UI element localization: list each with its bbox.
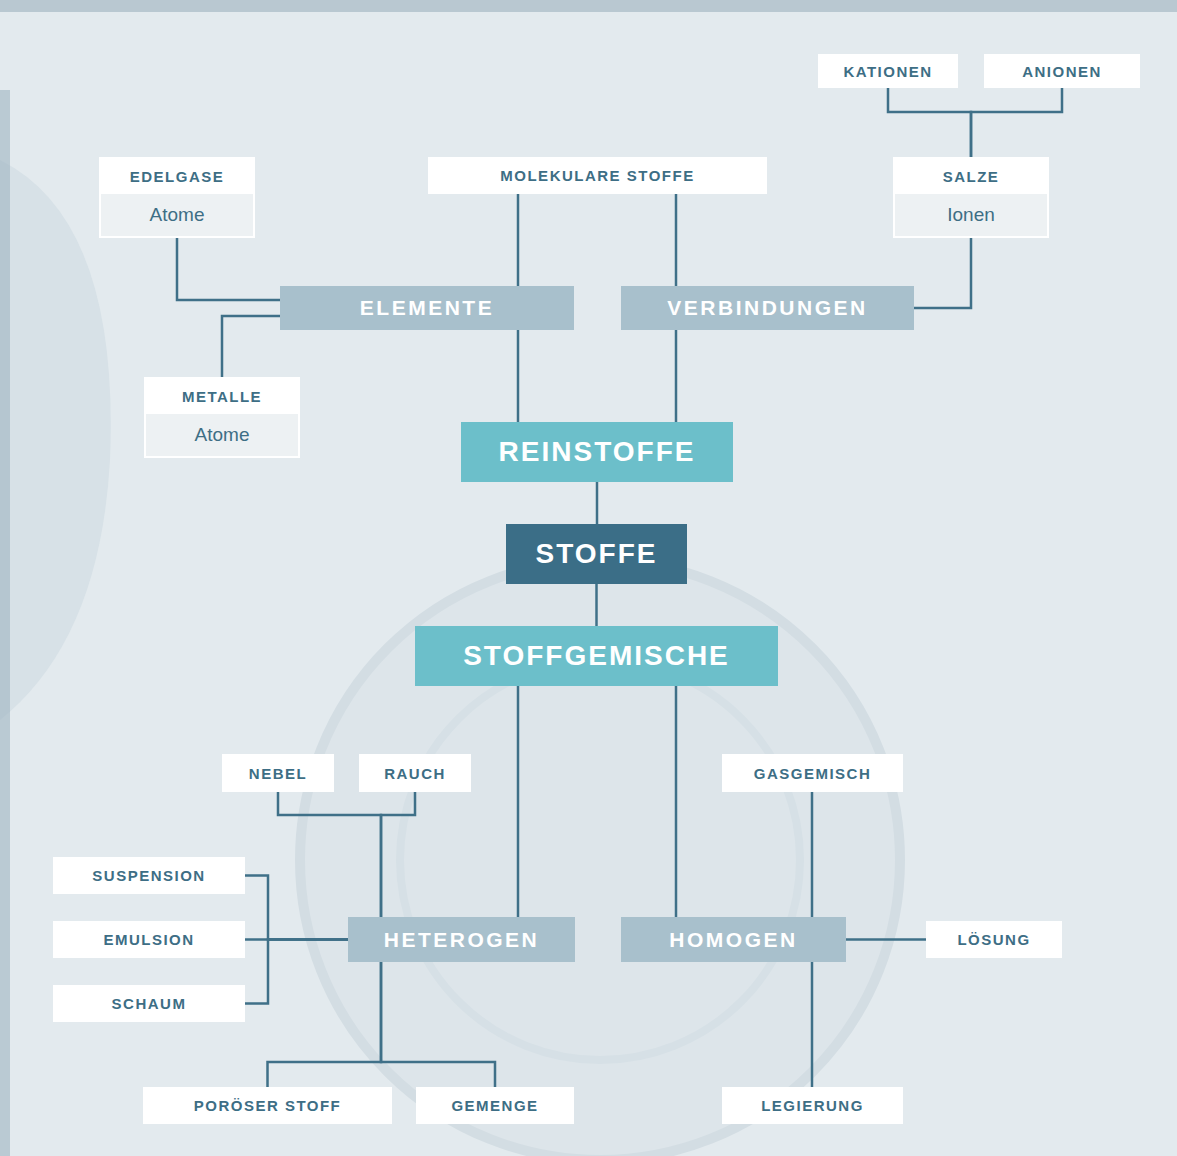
box-heading: VERBINDUNGEN xyxy=(667,296,867,320)
tree-connector xyxy=(222,316,280,377)
category-box: ANIONEN xyxy=(984,54,1140,88)
tree-connector xyxy=(595,584,598,626)
box-heading: MOLEKULARE STOFFE xyxy=(500,167,694,184)
tree-connector xyxy=(381,792,415,917)
box-heading: SUSPENSION xyxy=(92,867,205,884)
main-box: REINSTOFFE xyxy=(461,422,733,482)
background-band xyxy=(0,0,1177,12)
category-box: GEMENGE xyxy=(416,1087,574,1124)
branch-box: VERBINDUNGEN xyxy=(621,286,914,330)
tree-connector xyxy=(675,194,678,286)
category-box: GASGEMISCH xyxy=(722,754,903,792)
class-box: EDELGASEAtome xyxy=(99,157,255,238)
category-box: LEGIERUNG xyxy=(722,1087,903,1124)
category-box: NEBEL xyxy=(222,754,334,792)
box-heading: PORÖSER STOFF xyxy=(194,1097,342,1114)
category-box: EMULSION xyxy=(53,921,245,958)
tree-connector xyxy=(971,88,1062,157)
category-box: LÖSUNG xyxy=(926,921,1062,958)
box-heading: HOMOGEN xyxy=(669,928,797,952)
box-subtext: Atome xyxy=(150,194,205,236)
box-heading: RAUCH xyxy=(384,765,446,782)
tree-connector xyxy=(245,876,348,940)
tree-connector xyxy=(914,238,971,308)
box-heading: METALLE xyxy=(182,379,262,414)
category-box: MOLEKULARE STOFFE xyxy=(428,157,767,194)
branch-box: HETEROGEN xyxy=(348,917,575,962)
tree-connector xyxy=(517,194,520,286)
box-heading: GASGEMISCH xyxy=(754,765,872,782)
tree-connector xyxy=(888,88,971,157)
box-subtext: Atome xyxy=(195,414,250,456)
tree-connector xyxy=(846,938,926,941)
box-heading: KATIONEN xyxy=(843,63,932,80)
tree-connector xyxy=(811,962,814,1087)
branch-box: ELEMENTE xyxy=(280,286,574,330)
category-box: SUSPENSION xyxy=(53,857,245,894)
box-heading: ELEMENTE xyxy=(360,296,494,320)
category-box: KATIONEN xyxy=(818,54,958,88)
box-heading: REINSTOFFE xyxy=(499,436,696,468)
box-heading: HETEROGEN xyxy=(384,928,540,952)
category-box: PORÖSER STOFF xyxy=(143,1087,392,1124)
category-box: RAUCH xyxy=(359,754,471,792)
tree-connector xyxy=(177,238,280,300)
box-heading: NEBEL xyxy=(249,765,307,782)
category-box: SCHAUM xyxy=(53,985,245,1022)
box-heading: LÖSUNG xyxy=(957,931,1030,948)
tree-connector xyxy=(675,330,678,422)
class-box: SALZEIonen xyxy=(893,157,1049,238)
tree-connector xyxy=(517,686,520,917)
class-box: METALLEAtome xyxy=(144,377,300,458)
box-subtext: Ionen xyxy=(947,194,995,236)
tree-connector xyxy=(517,330,520,422)
tree-connector xyxy=(268,962,382,1087)
background-can-rim xyxy=(400,660,800,1060)
box-heading: STOFFGEMISCHE xyxy=(463,640,730,672)
tree-connector xyxy=(596,482,599,524)
background-edge xyxy=(0,90,10,1156)
tree-connector xyxy=(811,792,814,917)
tree-connector xyxy=(381,962,495,1087)
main-box: STOFFGEMISCHE xyxy=(415,626,778,686)
box-heading: LEGIERUNG xyxy=(761,1097,864,1114)
tree-connector xyxy=(278,792,381,917)
root-box: STOFFE xyxy=(506,524,687,584)
box-heading: EMULSION xyxy=(103,931,194,948)
box-heading: GEMENGE xyxy=(451,1097,538,1114)
background-can xyxy=(300,560,900,1156)
background-bottle xyxy=(0,160,111,720)
box-heading: EDELGASE xyxy=(130,159,225,194)
tree-connector xyxy=(675,686,678,917)
branch-box: HOMOGEN xyxy=(621,917,846,962)
box-heading: SALZE xyxy=(943,159,1000,194)
tree-connector xyxy=(245,940,348,1004)
box-heading: STOFFE xyxy=(536,538,658,570)
box-heading: ANIONEN xyxy=(1022,63,1102,80)
box-heading: SCHAUM xyxy=(112,995,187,1012)
